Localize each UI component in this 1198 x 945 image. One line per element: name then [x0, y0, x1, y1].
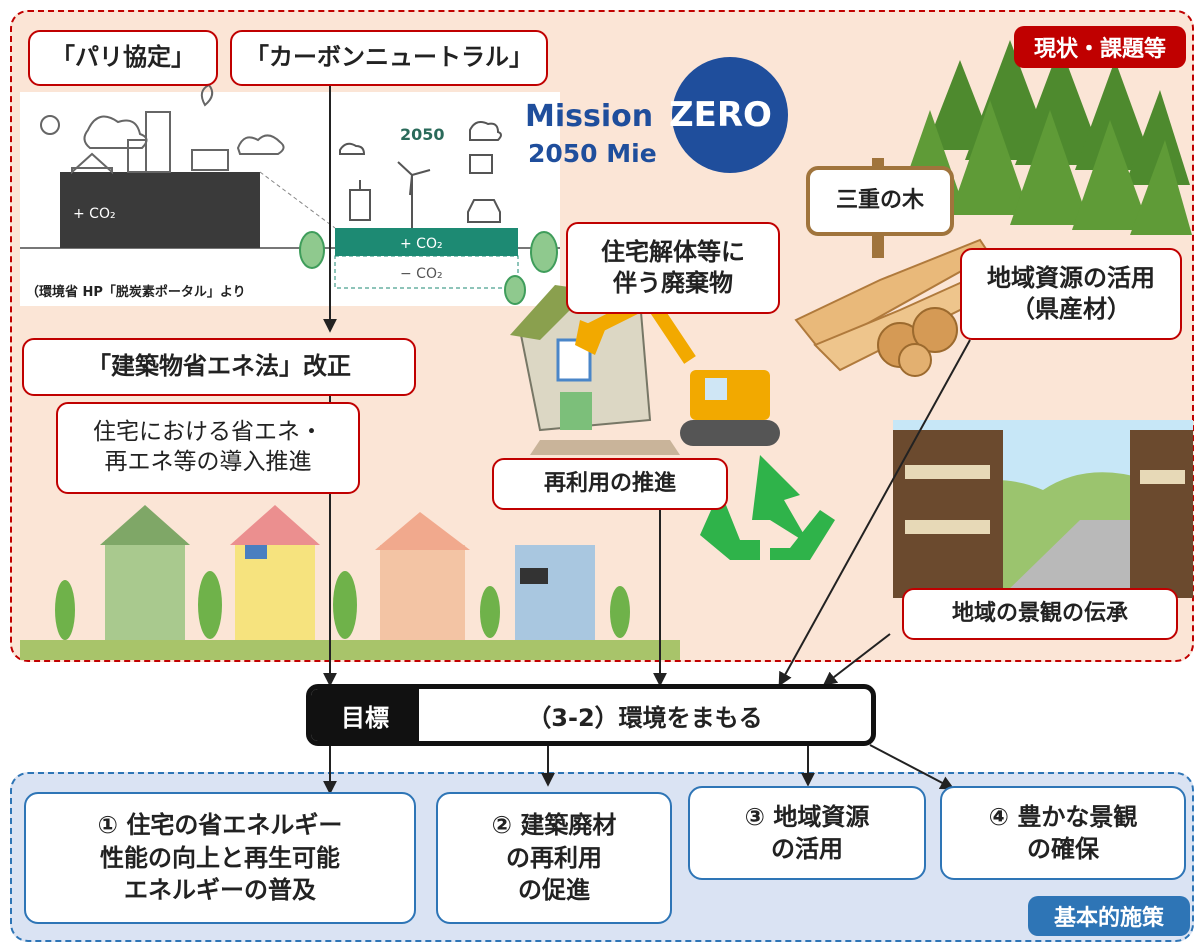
energy-promotion-label: 住宅における省エネ・ 再エネ等の導入推進: [56, 402, 360, 494]
co2-block-dark: [60, 172, 260, 248]
co2-plus-right-text: + CO₂: [400, 236, 443, 252]
policy-landscape: ④ 豊かな景観 の確保: [940, 786, 1186, 880]
paris-agreement-label: 「パリ協定」: [28, 30, 218, 86]
policy-energy-efficiency: ① 住宅の省エネルギー 性能の向上と再生可能 エネルギーの普及: [24, 792, 416, 924]
carbon-neutral-label: 「カーボンニュートラル」: [230, 30, 548, 86]
mission-zero-circle: [672, 57, 788, 173]
mission-text: Mission: [525, 99, 653, 134]
small-trees: [299, 231, 558, 305]
goal-bar: 目標 （3-2）環境をまもる: [306, 684, 876, 746]
city-icons: [40, 83, 285, 175]
local-resource-label: 地域資源の活用 （県産材）: [960, 248, 1182, 340]
demolition-waste-label: 住宅解体等に 伴う廃棄物: [566, 222, 780, 314]
co2-illustration-right: [300, 92, 560, 306]
law-revision-label: 「建築物省エネ法」改正: [22, 338, 416, 396]
mission-2050-mie-text: 2050 Mie: [528, 139, 657, 168]
mie-wood-sign: 三重の木: [806, 166, 954, 236]
basic-policies-badge: 基本的施策: [1028, 896, 1190, 936]
status-badge: 現状・課題等: [1014, 26, 1186, 68]
reuse-promotion-label: 再利用の推進: [492, 458, 728, 510]
street-scene: [893, 420, 1193, 598]
renewable-icons: [339, 121, 502, 228]
co2-plus-left-text: + CO₂: [73, 206, 116, 222]
zero-text: ZERO: [669, 95, 772, 135]
co2-block-minus: [334, 255, 519, 289]
goal-title: （3-2）環境をまもる: [527, 703, 763, 732]
goal-tag: 目標: [311, 689, 419, 741]
landscape-heritage-label: 地域の景観の伝承: [902, 588, 1178, 640]
policy-local-resources: ③ 地域資源 の活用: [688, 786, 926, 880]
co2-block-green: [335, 228, 518, 256]
source-note: （環境省 HP「脱炭素ポータル」より: [26, 284, 246, 300]
houses-row: [20, 505, 680, 660]
policy-waste-reuse: ② 建築廃材 の再利用 の促進: [436, 792, 672, 924]
year-2050-text: 2050: [400, 125, 445, 144]
co2-minus-text: − CO₂: [400, 266, 443, 282]
